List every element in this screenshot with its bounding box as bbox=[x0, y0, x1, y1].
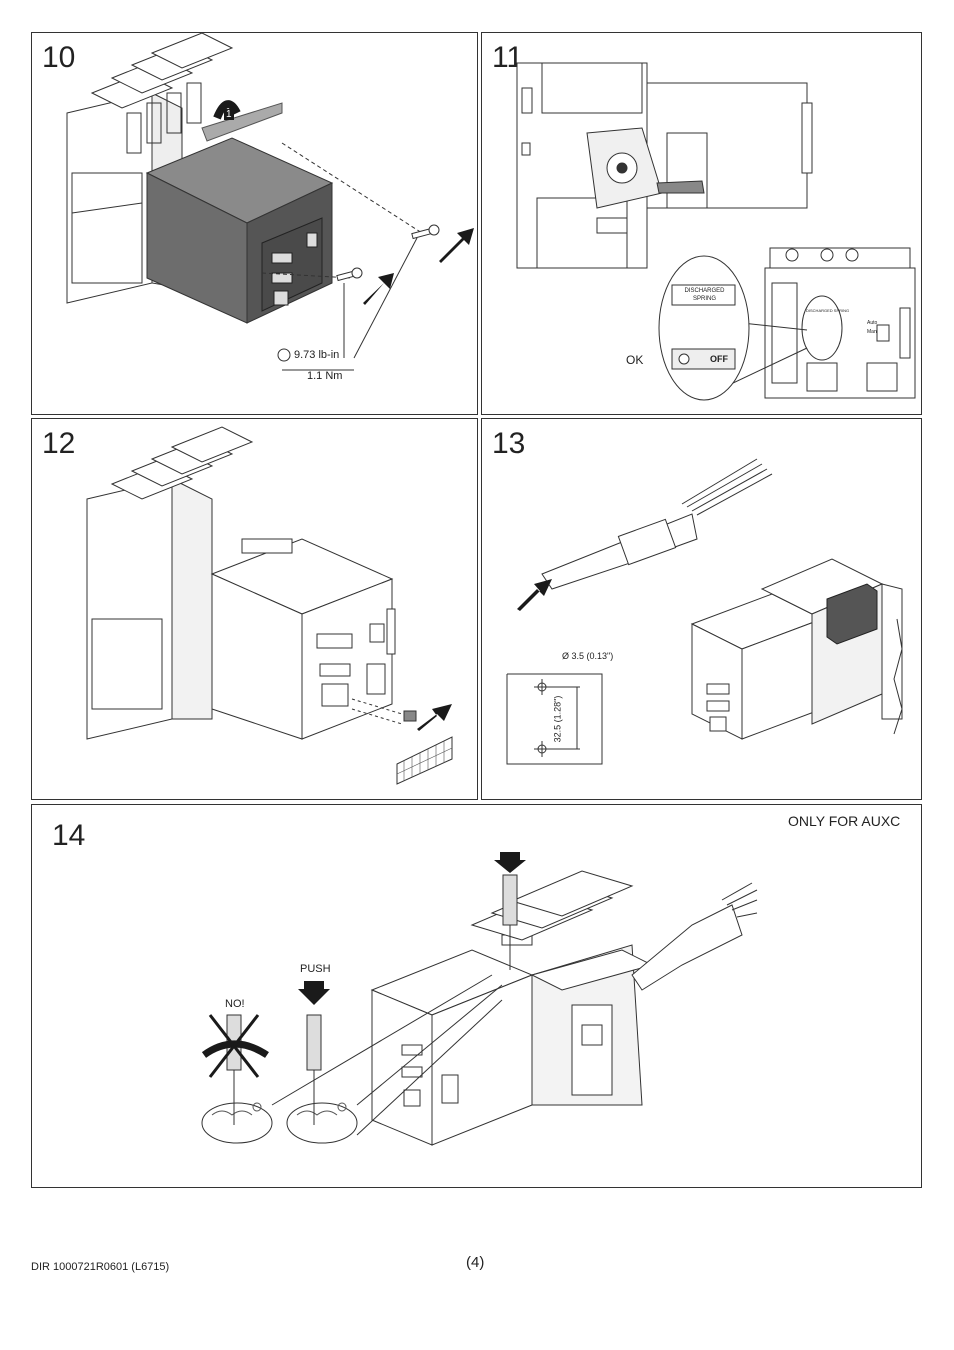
step-number: 14 bbox=[52, 819, 86, 852]
step-10-panel: 10 bbox=[31, 32, 478, 415]
discharged-spring-label: DISCHARGED SPRING bbox=[684, 288, 725, 302]
step-number: 10 bbox=[42, 41, 76, 74]
step-number: 12 bbox=[42, 427, 76, 460]
torque-metric-label: 1.1 Nm bbox=[307, 370, 343, 382]
step-11-panel: 11 bbox=[481, 32, 922, 415]
page-number: (4) bbox=[466, 1254, 485, 1271]
arrow-1-label: 1 bbox=[224, 109, 234, 120]
auto-label: Auto bbox=[867, 320, 878, 326]
step-12-panel: 12 bbox=[31, 418, 478, 800]
torque-imperial-label: 9.73 lb-in bbox=[294, 349, 340, 361]
arrow-2-label: 2 bbox=[367, 284, 373, 295]
detail-discharged-label: DISCHARGED SPRING bbox=[806, 308, 850, 313]
step-13-panel: 13 bbox=[481, 418, 922, 800]
step-14-illustration bbox=[201, 852, 758, 1146]
step-number: 13 bbox=[492, 427, 526, 460]
hole-diameter-label: Ø 3.5 (0.13") bbox=[562, 651, 614, 661]
document-code: DIR 1000721R0601 (L6715) bbox=[31, 1261, 170, 1273]
off-label: OFF bbox=[710, 354, 728, 364]
push-label: PUSH bbox=[300, 963, 331, 975]
ok-label: OK bbox=[626, 353, 644, 367]
no-label: NO! bbox=[225, 998, 245, 1010]
step-10-illustration bbox=[66, 33, 474, 371]
hole-spacing-label: 32.5 (1.28") bbox=[552, 695, 563, 743]
step-14-panel: 14 ONLY FOR AUXC bbox=[31, 804, 922, 1188]
only-for-auxc-note: ONLY FOR AUXC bbox=[788, 813, 901, 829]
step-12-illustration bbox=[86, 426, 453, 785]
step-13-illustration bbox=[506, 458, 903, 765]
arrow-2-label: 2 bbox=[445, 237, 451, 248]
step-11-illustration bbox=[516, 62, 916, 401]
man-label: Man bbox=[867, 329, 877, 335]
